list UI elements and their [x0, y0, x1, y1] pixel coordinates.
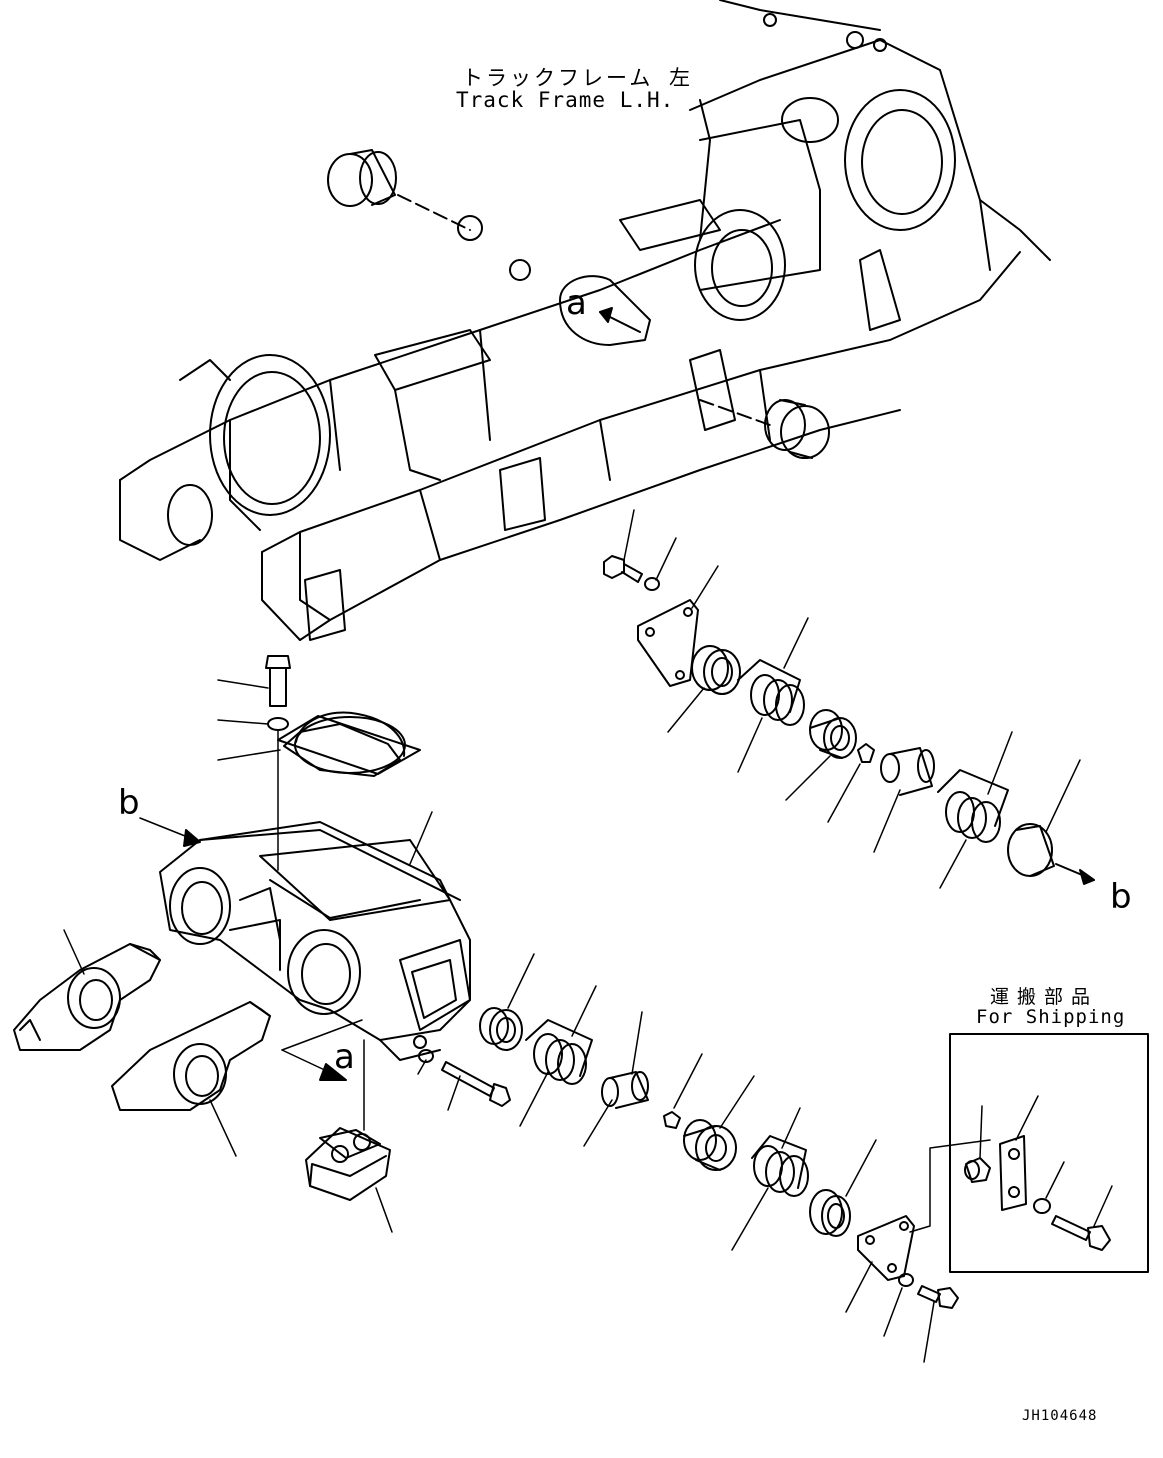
track-frame-title-en: Track Frame L.H. — [456, 88, 675, 112]
guard-block — [306, 1040, 390, 1200]
bracket-left-2 — [112, 1002, 270, 1110]
seal-ring-lower-2 — [810, 1190, 850, 1236]
bolt-upper — [604, 556, 642, 582]
bolt-lower-right — [918, 1286, 958, 1308]
o-ring-pair-upper-2 — [938, 770, 1008, 842]
for-shipping-box — [950, 1034, 1148, 1272]
washer-ship — [1034, 1199, 1050, 1213]
leader-lines-lower — [64, 680, 990, 1362]
bolt-lower-left — [442, 1062, 510, 1106]
plate-lower — [858, 1216, 914, 1280]
leader-lines-upper — [624, 510, 1080, 888]
ref-label-b-left: b — [118, 783, 140, 823]
seal-ring-lower — [480, 1008, 522, 1050]
ref-label-a-top: a — [566, 283, 587, 323]
spacer-ship — [965, 1158, 990, 1182]
seal-ring-upper — [692, 646, 740, 694]
bottom-roller-stub — [700, 400, 829, 458]
cover-plate — [278, 712, 420, 776]
o-ring-pair-lower-2 — [752, 1136, 808, 1196]
washer-cover — [268, 718, 288, 730]
plug-upper — [858, 744, 874, 762]
lower-pin-assembly — [419, 1008, 958, 1308]
for-shipping-label-jp: 運搬部品 — [990, 986, 1099, 1008]
o-ring-pair-upper — [738, 660, 804, 725]
for-shipping-label-en: For Shipping — [976, 1006, 1126, 1028]
bolt-ship — [1052, 1216, 1110, 1250]
cap-upper — [1008, 824, 1054, 876]
equalizer-bar-assembly — [140, 656, 470, 1060]
plate-upper — [638, 600, 698, 686]
track-frame-title-jp: トラックフレーム 左 — [462, 66, 694, 90]
bracket-left-1 — [14, 944, 160, 1050]
pin-lower — [602, 1072, 648, 1108]
track-frame — [120, 0, 1050, 640]
drawing-id: JH104648 — [1022, 1408, 1098, 1424]
o-ring-pair-lower — [526, 1020, 592, 1084]
bushing-upper — [810, 710, 856, 758]
top-roller-stub — [328, 150, 470, 230]
washer-lower — [899, 1274, 913, 1286]
bolt-cover — [270, 668, 286, 706]
bushing-lower — [684, 1120, 736, 1170]
ref-label-b-right: b — [1110, 877, 1132, 917]
pin-upper — [881, 748, 934, 795]
upper-pin-assembly — [604, 556, 1094, 884]
washer-upper — [645, 578, 659, 590]
plate-ship — [1000, 1136, 1026, 1210]
ref-label-a-bottom: a — [334, 1037, 355, 1077]
plug-lower — [664, 1112, 680, 1128]
washer-lower-left — [419, 1050, 433, 1062]
